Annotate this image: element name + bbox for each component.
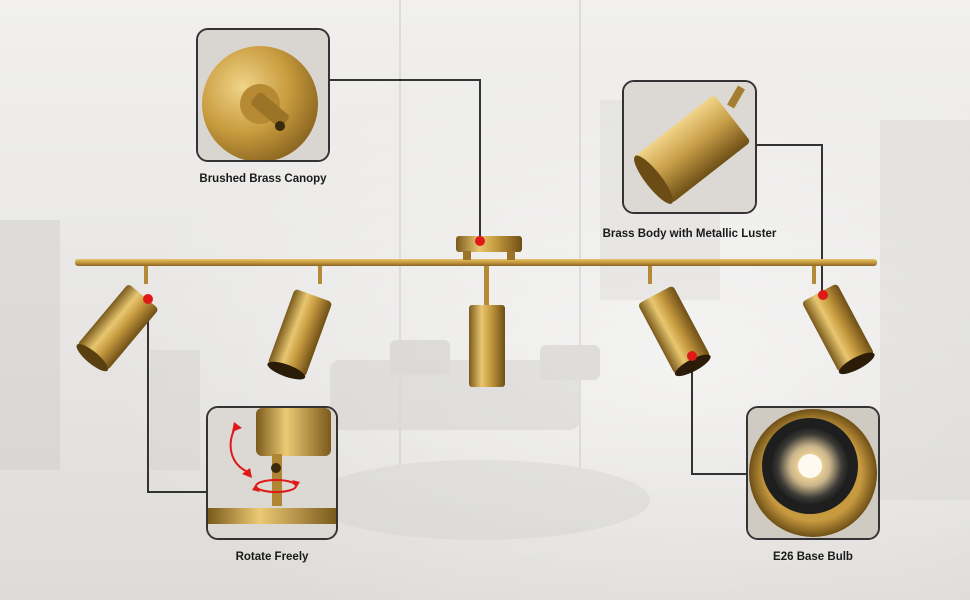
spotlight-5: [802, 284, 875, 375]
track-bar: [75, 259, 877, 266]
spotlight-3: [469, 305, 505, 387]
spotlight-2: [267, 289, 332, 380]
body-callout-image: [622, 80, 757, 214]
marker-canopy: [475, 236, 485, 246]
marker-bulb: [687, 351, 697, 361]
canopy-label: Brushed Brass Canopy: [199, 173, 327, 185]
rotate-joint-closeup-icon: [208, 408, 336, 538]
brass-body-closeup-icon: [624, 82, 755, 212]
canopy: [456, 236, 522, 252]
rotate-callout-image: [206, 406, 338, 540]
spotlight-4: [638, 286, 711, 377]
spotlight-1: [76, 285, 158, 372]
body-label: Brass Body with Metallic Luster: [602, 228, 777, 240]
marker-body: [818, 290, 828, 300]
bulb-callout-image: [746, 406, 880, 540]
led-bulb-closeup-icon: [748, 408, 878, 538]
marker-rotate: [143, 294, 153, 304]
bulb-label: E26 Base Bulb: [773, 551, 853, 563]
brass-canopy-closeup-icon: [198, 30, 328, 160]
canopy-callout-image: [196, 28, 330, 162]
rotate-label: Rotate Freely: [235, 551, 309, 563]
